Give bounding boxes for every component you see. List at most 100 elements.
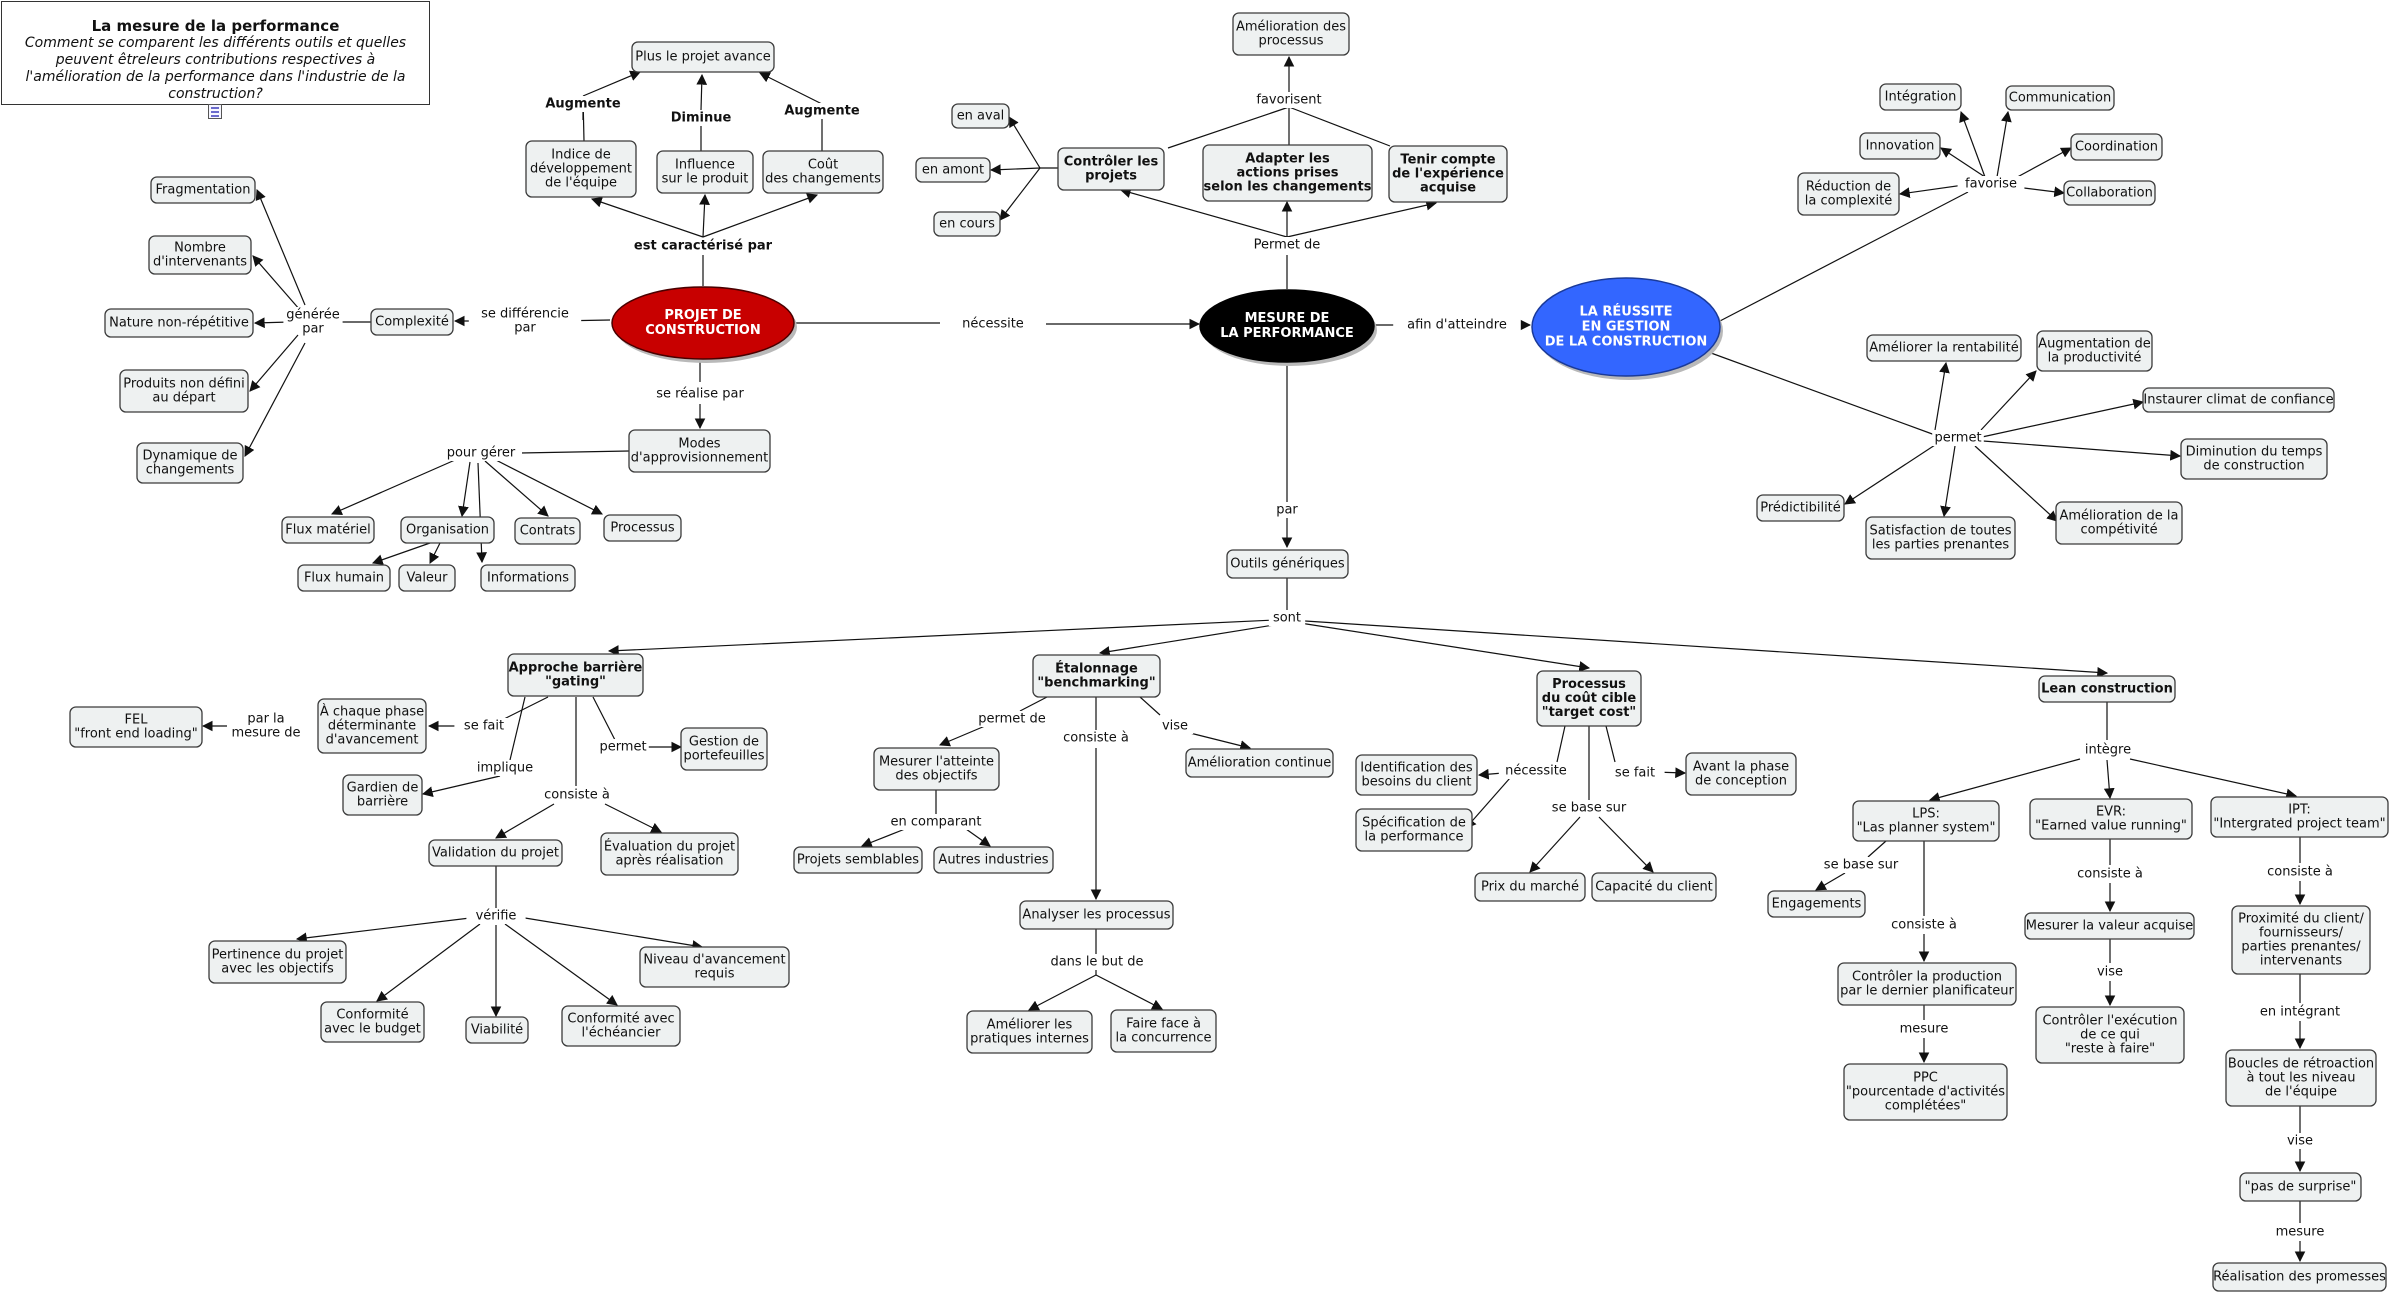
node-proximite[interactable]: Proximité du client/fournisseurs/parties… <box>2231 905 2371 975</box>
label-text: mesure <box>1900 1022 1949 1037</box>
label-text: sont <box>1273 611 1301 626</box>
connector-line <box>1167 106 1290 149</box>
node-prix-marche[interactable]: Prix du marché <box>1474 872 1586 902</box>
text-line: "benchmarking" <box>1037 676 1155 691</box>
node-integration[interactable]: Intégration <box>1879 83 1962 111</box>
node-box <box>966 1010 1093 1054</box>
node-predictibilite[interactable]: Prédictibilité <box>1756 494 1845 522</box>
label-bg <box>1040 954 1154 970</box>
node-faire-face[interactable]: Faire face àla concurrence <box>1110 1009 1217 1053</box>
node-amel-continue[interactable]: Amélioration continue <box>1185 748 1334 778</box>
node-evr[interactable]: EVR:"Earned value running" <box>2029 798 2193 840</box>
node-aval[interactable]: en aval <box>951 103 1010 129</box>
node-viabilite[interactable]: Viabilité <box>465 1016 529 1044</box>
node-validation[interactable]: Validation du projet <box>428 839 563 867</box>
node-box <box>762 150 884 194</box>
text-line: la complexité <box>1805 194 1893 209</box>
node-flux-hum[interactable]: Flux humain <box>297 564 391 592</box>
node-amont[interactable]: en amont <box>915 157 991 183</box>
node-nature[interactable]: Nature non-répétitive <box>104 308 254 338</box>
node-rentabilite[interactable]: Améliorer la rentabilité <box>1866 334 2022 362</box>
label-text: dans le but de <box>1050 955 1143 970</box>
node-analyser[interactable]: Analyser les processus <box>1019 900 1174 930</box>
node-box <box>1202 144 1373 202</box>
node-lps[interactable]: LPS:"Las planner system" <box>1852 800 2000 842</box>
node-fragmentation[interactable]: Fragmentation <box>150 176 256 204</box>
node-outils[interactable]: Outils génériques <box>1226 549 1349 579</box>
node-informations[interactable]: Informations <box>480 564 576 592</box>
node-valeur[interactable]: Valeur <box>398 564 456 592</box>
node-barriere[interactable]: Approche barrière"gating" <box>507 653 644 697</box>
node-coordination[interactable]: Coordination <box>2070 133 2163 161</box>
node-etalonnage[interactable]: Étalonnage"benchmarking" <box>1032 654 1161 698</box>
node-fel[interactable]: FEL"front end loading" <box>69 706 203 748</box>
node-contrats[interactable]: Contrats <box>514 517 581 545</box>
node-box <box>933 846 1054 874</box>
text-line: Améliorer les <box>987 1018 1073 1033</box>
node-plus-avance[interactable]: Plus le projet avance <box>631 41 775 73</box>
node-realisation[interactable]: Réalisation des promesses <box>2212 1262 2387 1292</box>
node-engagements[interactable]: Engagements <box>1767 890 1866 918</box>
node-innovation[interactable]: Innovation <box>1859 132 1941 160</box>
node-ipt[interactable]: IPT:"Intergrated project team" <box>2210 796 2389 838</box>
node-proj-semblables[interactable]: Projets semblables <box>793 846 923 874</box>
node-organisation[interactable]: Organisation <box>400 516 495 544</box>
text-line: les parties prenantes <box>1872 538 2010 553</box>
node-communication[interactable]: Communication <box>2005 85 2115 111</box>
node-collaboration[interactable]: Collaboration <box>2063 180 2156 206</box>
label-text: se base sur <box>1824 858 1899 873</box>
node-cours[interactable]: en cours <box>933 211 1001 237</box>
node-pas-surprise[interactable]: "pas de surprise" <box>2239 1172 2362 1202</box>
node-lean[interactable]: Lean construction <box>2038 675 2176 703</box>
text-line: Réalisation des promesses <box>2213 1270 2386 1285</box>
node-capacite[interactable]: Capacité du client <box>1591 872 1717 902</box>
document-icon[interactable] <box>208 104 222 119</box>
node-mesurer-valeur[interactable]: Mesurer la valeur acquise <box>2024 912 2195 940</box>
node-flux-mat[interactable]: Flux matériel <box>281 516 375 544</box>
node-autres-ind[interactable]: Autres industries <box>933 846 1054 874</box>
text-line: EVR: <box>2096 805 2126 820</box>
node-box <box>136 442 244 484</box>
node-confiance[interactable]: Instaurer climat de confiance <box>2142 387 2335 413</box>
node-processus[interactable]: Processus <box>603 514 682 542</box>
node-complexite[interactable]: Complexité <box>370 308 454 336</box>
